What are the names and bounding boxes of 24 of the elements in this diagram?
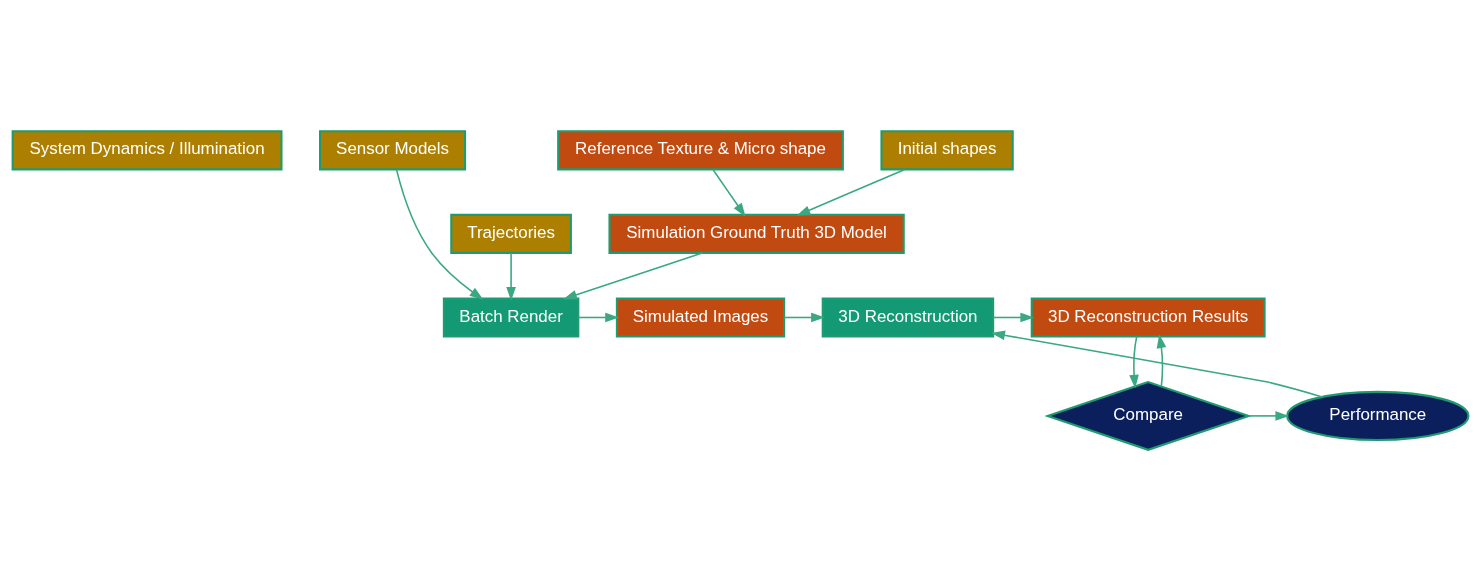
arrow (577, 312, 619, 322)
arrow (783, 312, 825, 322)
arrow (563, 251, 703, 299)
arrow (712, 168, 746, 217)
node-box: 3D Reconstruction (821, 296, 995, 338)
arrow (991, 330, 1323, 398)
node-box: Initial shapes (880, 129, 1014, 170)
arrow (395, 168, 484, 300)
arrow (796, 168, 906, 216)
arrow (506, 251, 516, 301)
arrow (1156, 333, 1167, 387)
arrow (1248, 410, 1290, 421)
node-box: Reference Texture & Micro shape (557, 129, 844, 170)
node-box: Sensor Models (319, 129, 467, 170)
arrow (1129, 335, 1139, 389)
node-box: Simulated Images (615, 296, 786, 338)
node-ellipse: Performance (1286, 390, 1470, 441)
node-diamond: Compare (1044, 380, 1252, 451)
arrow (992, 312, 1035, 322)
node-box: Trajectories (450, 213, 572, 254)
node-box: Simulation Ground Truth 3D Model (608, 213, 905, 254)
node-box: 3D Reconstruction Results (1030, 296, 1266, 338)
node-box: System Dynamics / Illumination (11, 129, 283, 170)
node-box: Batch Render (442, 296, 580, 338)
